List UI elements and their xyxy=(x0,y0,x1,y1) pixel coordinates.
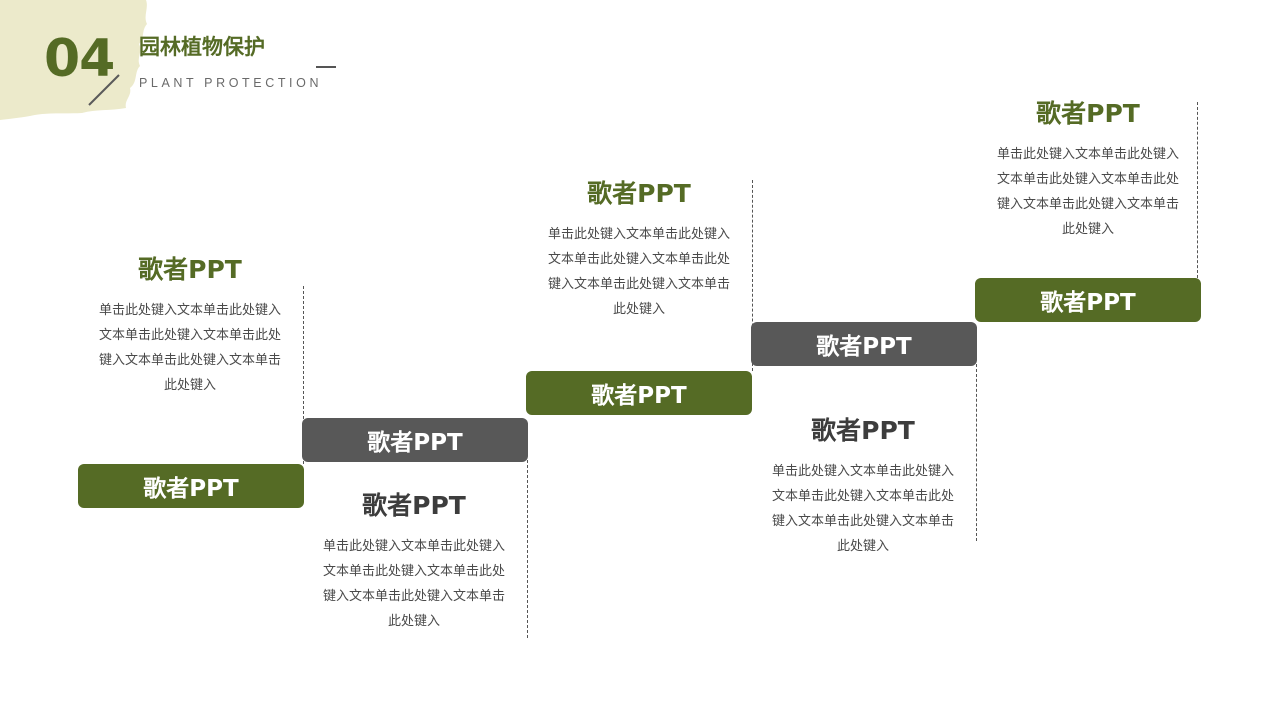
step-4-text-block: 歌者PPT 单击此处键入文本单击此处键入文本单击此处键入文本单击此处键入文本单击… xyxy=(768,415,958,559)
title-dash-decoration xyxy=(316,66,336,68)
step-1-button[interactable]: 歌者PPT xyxy=(78,464,304,508)
page-subtitle: PLANT PROTECTION xyxy=(139,76,323,90)
slash-divider xyxy=(88,74,120,106)
step-4-button[interactable]: 歌者PPT xyxy=(751,322,977,366)
step-2-button[interactable]: 歌者PPT xyxy=(302,418,528,462)
step-5-text-block: 歌者PPT 单击此处键入文本单击此处键入文本单击此处键入文本单击此处键入文本单击… xyxy=(993,98,1183,242)
step-5-heading: 歌者PPT xyxy=(1036,99,1140,128)
step-1-body: 单击此处键入文本单击此处键入文本单击此处键入文本单击此处键入文本单击此处键入文本… xyxy=(98,303,281,393)
step-3-connector-line xyxy=(752,180,753,371)
step-1-heading: 歌者PPT xyxy=(138,255,242,284)
step-3-button[interactable]: 歌者PPT xyxy=(526,371,752,415)
step-1-text-block: 歌者PPT 单击此处键入文本单击此处键入文本单击此处键入文本单击此处键入文本单击… xyxy=(95,254,285,398)
step-2-connector-line xyxy=(527,460,528,638)
step-3-text-block: 歌者PPT 单击此处键入文本单击此处键入文本单击此处键入文本单击此处键入文本单击… xyxy=(544,178,734,322)
step-2-text-block: 歌者PPT 单击此处键入文本单击此处键入文本单击此处键入文本单击此处键入文本单击… xyxy=(319,490,509,634)
step-4-connector-line xyxy=(976,364,977,541)
step-5-connector-line xyxy=(1197,102,1198,278)
step-1-connector-line xyxy=(303,286,304,464)
page-title: 园林植物保护 xyxy=(139,35,265,59)
step-3-body: 单击此处键入文本单击此处键入文本单击此处键入文本单击此处键入文本单击此处键入文本… xyxy=(547,227,730,317)
brush-stroke-decoration xyxy=(0,0,147,120)
section-number: 04 xyxy=(44,29,115,89)
step-2-body: 单击此处键入文本单击此处键入文本单击此处键入文本单击此处键入文本单击此处键入文本… xyxy=(322,539,505,629)
step-2-heading: 歌者PPT xyxy=(362,491,466,520)
step-5-body: 单击此处键入文本单击此处键入文本单击此处键入文本单击此处键入文本单击此处键入文本… xyxy=(996,147,1179,237)
step-5-button[interactable]: 歌者PPT xyxy=(975,278,1201,322)
step-3-heading: 歌者PPT xyxy=(587,179,691,208)
step-4-body: 单击此处键入文本单击此处键入文本单击此处键入文本单击此处键入文本单击此处键入文本… xyxy=(771,464,954,554)
step-4-heading: 歌者PPT xyxy=(811,416,915,445)
